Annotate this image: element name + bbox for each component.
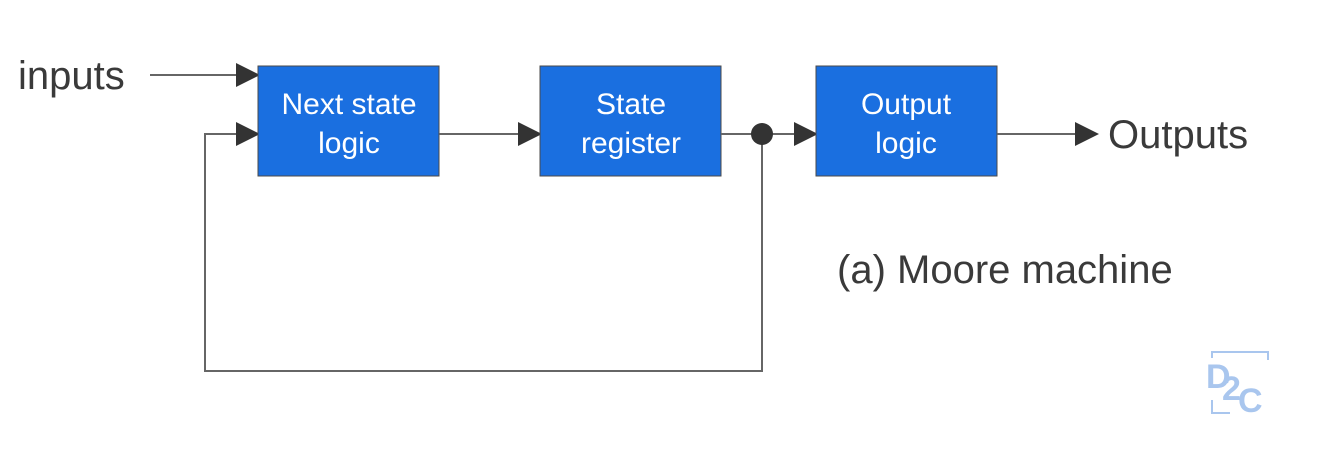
logo-digit-2: 2 (1222, 370, 1241, 408)
state-register-line2: register (581, 127, 681, 160)
feedback-arrowhead (236, 122, 260, 146)
diagram-caption: (a) Moore machine (837, 248, 1173, 292)
feedback-wire (204, 133, 763, 372)
state-register-box (539, 65, 722, 177)
logo-letter-d: D (1206, 358, 1231, 396)
output-logic-line2: logic (875, 127, 937, 160)
register-arrowhead (518, 122, 542, 146)
state-register-block: State register (539, 65, 722, 177)
junction-dot (751, 123, 773, 145)
output-logic-line1: Output (861, 88, 952, 121)
next-state-logic-block: Next state logic (257, 65, 440, 177)
output-logic-arrowhead (794, 122, 818, 146)
input-arrowhead (236, 63, 260, 87)
outputs-label: Outputs (1108, 113, 1248, 157)
output-logic-block: Output logic (815, 65, 998, 177)
logo-letter-c: C (1238, 382, 1263, 420)
state-register-line1: State (596, 88, 666, 121)
next-state-logic-box (257, 65, 440, 177)
next-state-logic-line2: logic (318, 127, 380, 160)
d2c-logo: D 2 C (1206, 351, 1269, 420)
next-state-logic-line1: Next state (281, 88, 416, 121)
outputs-arrowhead (1075, 122, 1099, 146)
output-logic-box (815, 65, 998, 177)
logo-frame (1211, 351, 1269, 414)
inputs-label: inputs (18, 54, 125, 98)
